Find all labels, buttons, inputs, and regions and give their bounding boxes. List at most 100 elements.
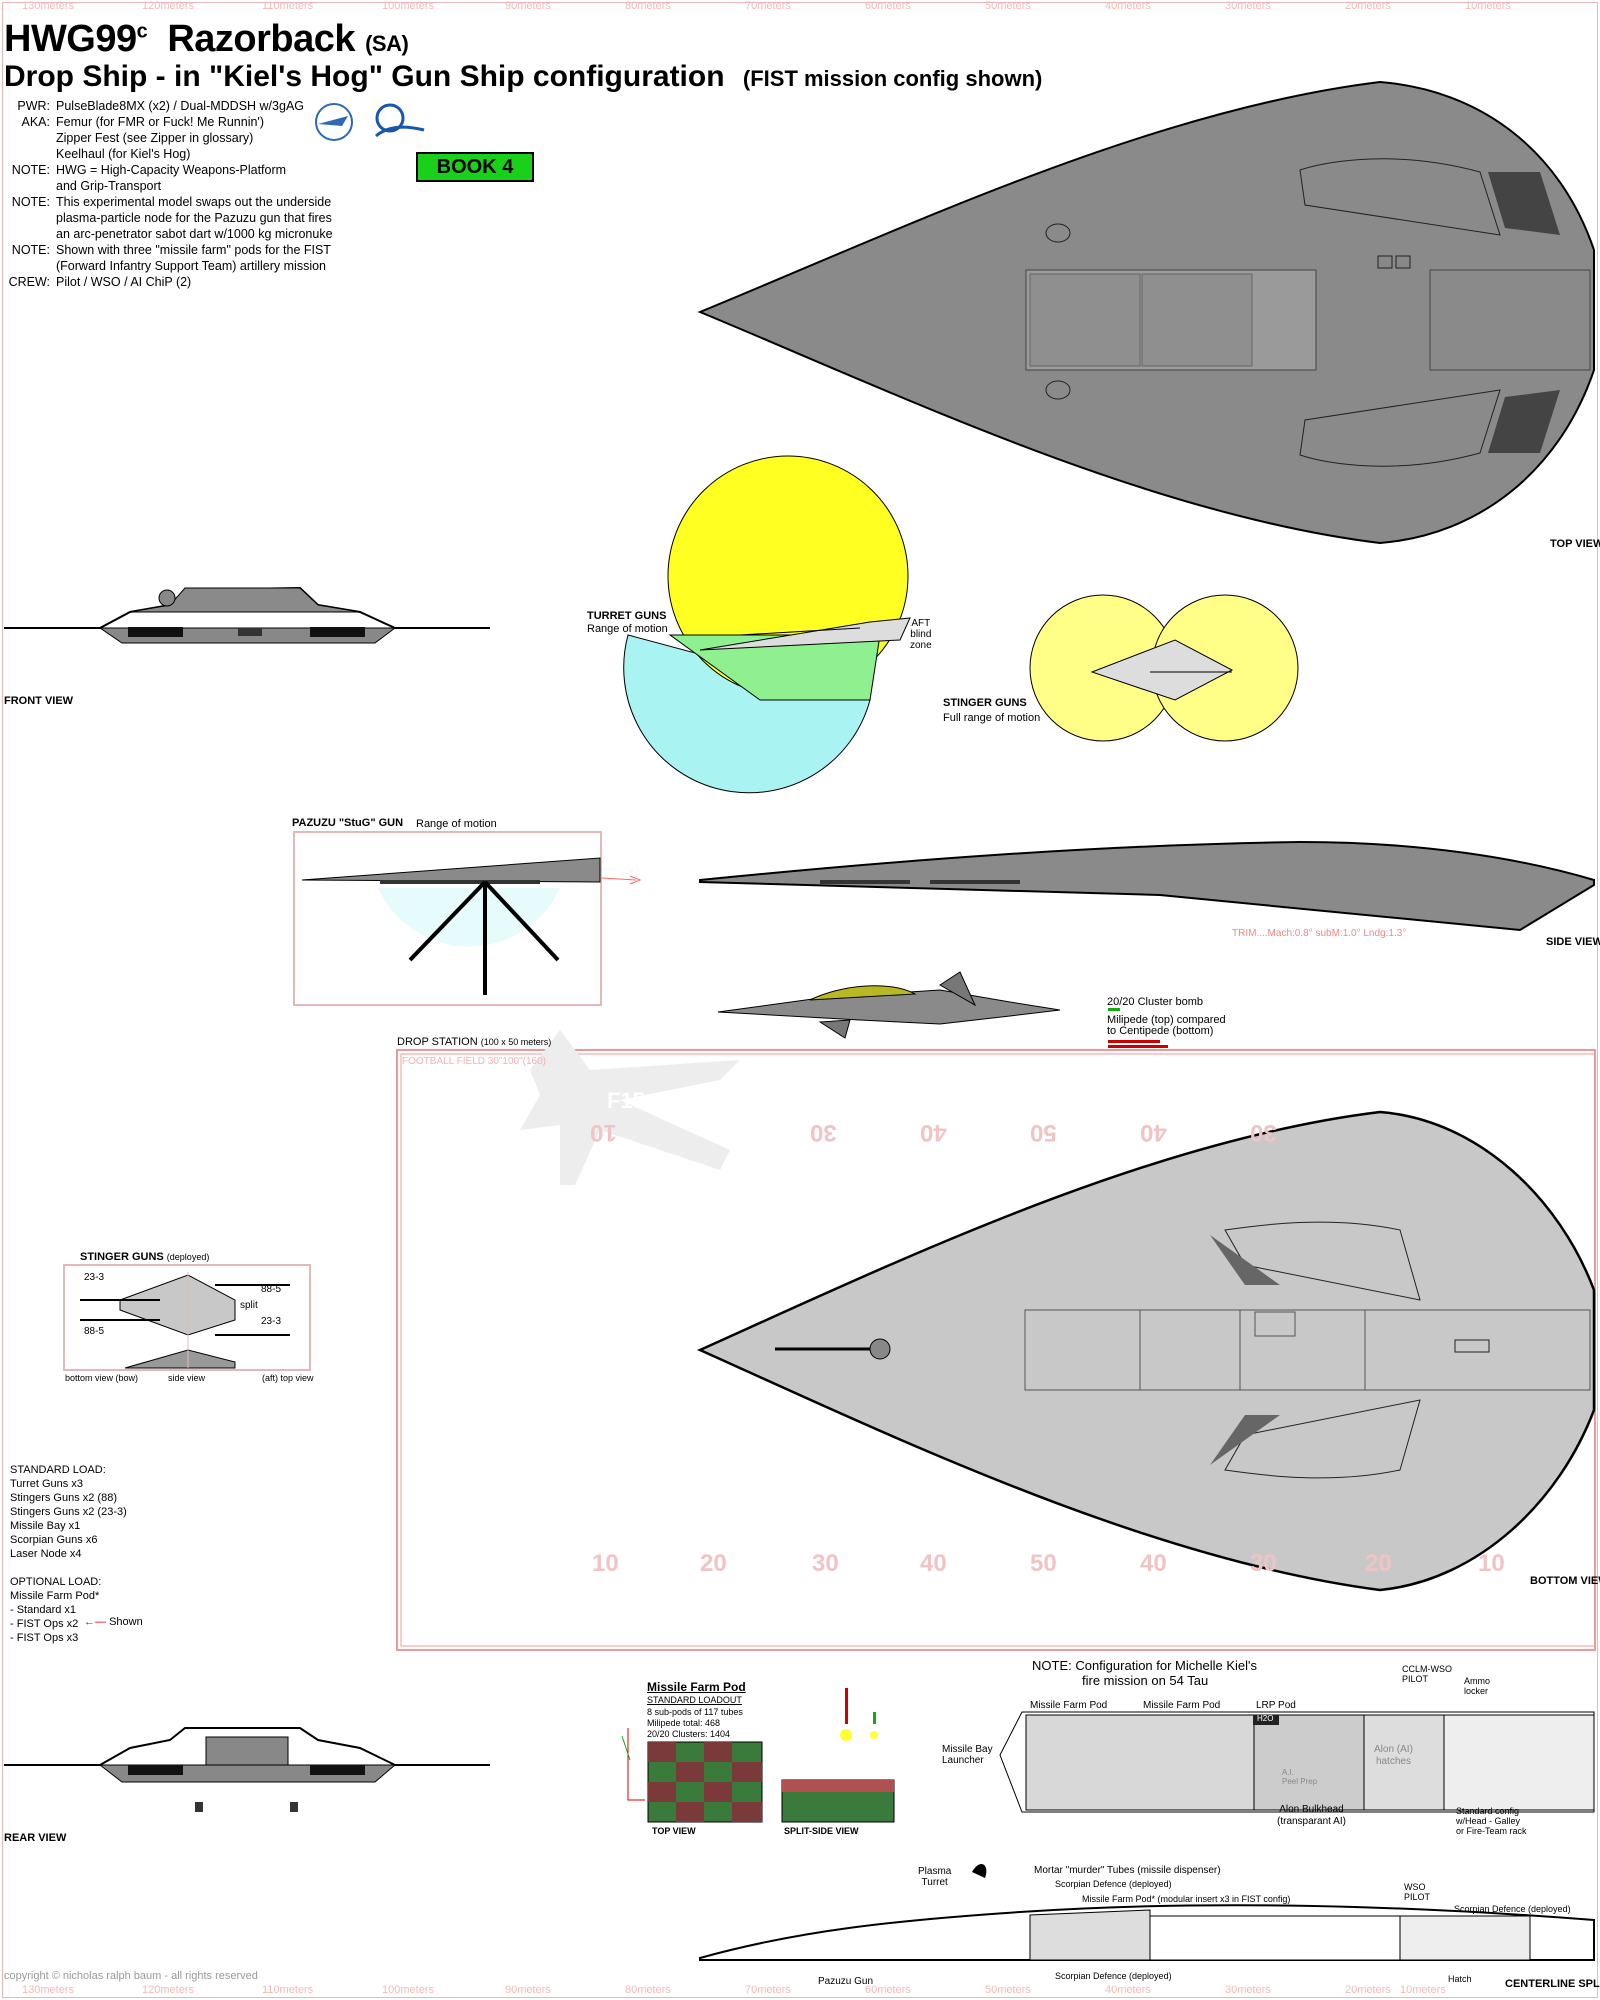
spec-list: PWR:PulseBlade8MX (x2) / Dual-MDDSH w/3g…: [6, 98, 346, 290]
config-alon-line: hatches: [1375, 1756, 1411, 1767]
config-pod-label: Missile Farm Pod: [1143, 1700, 1221, 1711]
front-view-label: FRONT VIEW: [4, 695, 74, 707]
spec-row: AKA:Femur (for FMR or Fuck! Me Runnin')Z…: [6, 114, 346, 162]
ruler-mark: 90meters: [505, 1984, 551, 1996]
centerline-scorp2: Scorpian Defence (deployed): [1454, 1904, 1571, 1914]
turret-subtitle: Range of motion: [587, 623, 668, 635]
model-title: HWG99c Razorback (SA): [4, 18, 409, 61]
top-view-aircraft: [697, 80, 1595, 545]
cluster-line3: to Centipede (bottom): [1107, 1025, 1214, 1037]
spec-line: (Forward Infantry Support Team) artiller…: [56, 259, 326, 273]
centerline-mortar: Mortar "murder" Tubes (missile dispenser…: [1034, 1865, 1221, 1876]
ruler-mark: 10meters: [1400, 1984, 1446, 1996]
copyright: copyright © nicholas ralph baum - all ri…: [4, 1970, 258, 1982]
cluster-line2: Milipede (top) compared: [1107, 1014, 1226, 1026]
load-item: Scorpian Guns x6: [10, 1534, 98, 1546]
spec-line: and Grip-Transport: [56, 179, 162, 193]
pazuzu-range-box: [293, 831, 642, 1006]
config-ammo-label: Ammo locker: [1464, 1676, 1490, 1696]
centerline-scorp1: Scorpian Defence (deployed): [1055, 1879, 1172, 1889]
config-bulk-label: Alon Bulkhead (transparant AI): [1277, 1804, 1346, 1828]
spec-key: NOTE:: [11, 163, 50, 177]
spec-row: NOTE:Shown with three "missile farm" pod…: [6, 242, 346, 274]
centerline-pazuzu: Pazuzu Gun: [818, 1976, 874, 1987]
ruler-mark: 120meters: [142, 0, 194, 12]
yard-number: 10: [1478, 1550, 1505, 1577]
shown-label: Shown: [109, 1616, 143, 1628]
spec-line: an arc-penetrator sabot dart w/1000 kg m…: [56, 227, 333, 241]
standard-load-title: STANDARD LOAD:: [10, 1464, 106, 1476]
rear-view-label: REAR VIEW: [4, 1832, 67, 1844]
config-std-line: Standard config: [1456, 1806, 1520, 1816]
pod-split-view-label: SPLIT-SIDE VIEW: [784, 1826, 859, 1836]
stinger-label: 88-5: [84, 1326, 105, 1337]
config-bay-line: Missile Bay: [942, 1744, 993, 1755]
config-ammo-line: locker: [1464, 1686, 1489, 1696]
config-alon-line: Alon (AI): [1374, 1744, 1413, 1755]
logos: [315, 103, 425, 141]
config-bulk-line: (transparant AI): [1277, 1816, 1346, 1827]
config-lrp-label: LRP Pod: [1256, 1700, 1296, 1711]
centerline-scorp3: Scorpian Defence (deployed): [1055, 1971, 1172, 1981]
ruler-mark: 30meters: [1225, 1984, 1271, 1996]
model-name: Razorback: [167, 18, 356, 60]
yard-number: 50: [1030, 1119, 1057, 1146]
ruler-mark: 110meters: [262, 1984, 314, 1996]
ruler-mark: 40meters: [1105, 1984, 1151, 1996]
config-bulk-line: Alon Bulkhead: [1279, 1804, 1344, 1815]
load-item: Stingers Guns x2 (23-3): [10, 1506, 127, 1518]
spec-line: Keelhaul (for Kiel's Hog): [56, 147, 191, 161]
yard-number: 40: [1140, 1550, 1167, 1577]
config-ammo-line: Ammo: [1464, 1676, 1491, 1686]
stinger-label: 88-5: [261, 1284, 282, 1295]
wso-line: PILOT: [1404, 1892, 1431, 1902]
config-alon-label: Alon (AI) hatches: [1374, 1744, 1413, 1768]
yard-number: 40: [920, 1550, 947, 1577]
ruler-mark: 30meters: [1225, 0, 1271, 12]
yard-number: 30: [810, 1119, 837, 1146]
config-ai-label: A.I. Peel Prep: [1282, 1768, 1317, 1786]
load-list: STANDARD LOAD: Turret Guns x3 Stingers G…: [10, 1463, 127, 1645]
load-item: Missile Farm Pod*: [10, 1590, 100, 1602]
model-superscript: c: [136, 20, 148, 43]
config-ai-line: A.I.: [1282, 1768, 1295, 1777]
drop-station-text: DROP STATION: [397, 1036, 478, 1048]
centerline-hatch: Hatch: [1448, 1974, 1472, 1984]
config-ccim-line: PILOT: [1402, 1674, 1429, 1684]
rear-view-aircraft: [4, 1727, 490, 1812]
model-suffix: (SA): [365, 31, 409, 56]
spec-key: NOTE:: [11, 195, 50, 209]
cluster-bomb: [717, 971, 1168, 1048]
stinger-range-diagram: [1029, 594, 1299, 742]
spec-line: Shown with three "missile farm" pods for…: [56, 243, 331, 257]
config-h2o-label: H2O: [1257, 1714, 1274, 1723]
yard-number: 30: [1250, 1119, 1277, 1146]
config-pod-label: Missile Farm Pod: [1030, 1700, 1108, 1711]
ruler-mark: 40meters: [1105, 0, 1151, 12]
stinger-label: 23-3: [84, 1272, 105, 1283]
centerline-aircraft: [699, 1864, 1595, 1961]
turret-range-diagram: [623, 455, 911, 794]
stinger-deployed-subtitle: (deployed): [166, 1252, 210, 1262]
cluster-line1: 20/20 Cluster bomb: [1107, 996, 1203, 1008]
stinger-deployed-text: STINGER GUNS: [80, 1251, 164, 1263]
optional-load-title: OPTIONAL LOAD:: [10, 1576, 102, 1588]
f15-label: F15: [607, 1088, 645, 1113]
spec-row: PWR:PulseBlade8MX (x2) / Dual-MDDSH w/3g…: [6, 98, 346, 114]
spec-line: Zipper Fest (see Zipper in glossary): [56, 131, 254, 145]
aft-line: AFT: [911, 618, 931, 629]
config-ai-line: Peel Prep: [1282, 1777, 1318, 1786]
ruler-mark: 50meters: [985, 1984, 1031, 1996]
config-note-1: NOTE: Configuration for Michelle Kiel's: [1032, 1658, 1258, 1673]
pod-grids: [621, 1688, 895, 1823]
spec-line: plasma-particle node for the Pazuzu gun …: [56, 211, 332, 225]
bottom-view-aircraft: [696, 1110, 1596, 1592]
trim-readout: TRIM....Mach:0.8° subM:1.0° Lndg:1.3°: [1232, 928, 1407, 939]
aft-blind-zone: AFT blind zone: [910, 618, 932, 651]
stinger-caption: side view: [168, 1373, 206, 1383]
load-item: Missile Bay x1: [10, 1520, 81, 1532]
pod-title: Missile Farm Pod: [647, 1680, 746, 1694]
side-view-label: SIDE VIEW: [1546, 936, 1600, 948]
subtitle-note: (FIST mission config shown): [742, 66, 1043, 91]
